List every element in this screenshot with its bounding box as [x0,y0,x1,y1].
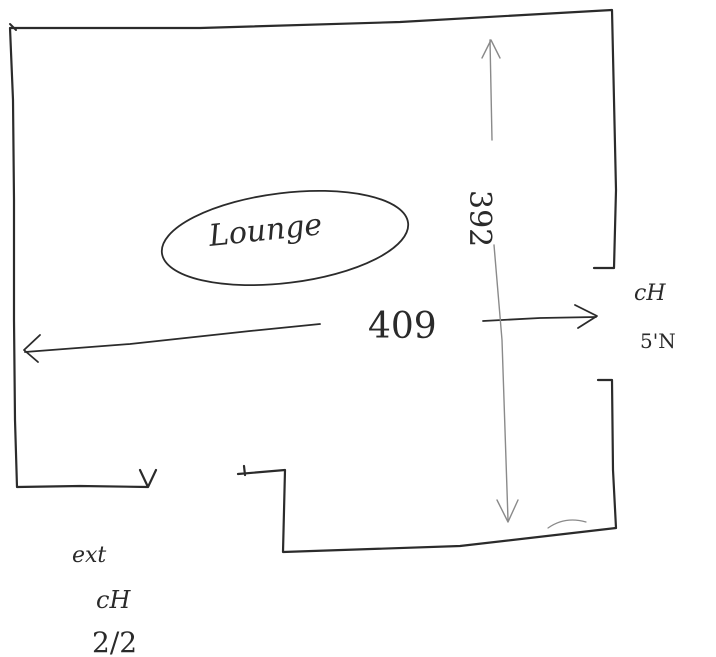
bottom-note-line-1: ext [72,543,106,568]
squiggle-mark [547,519,587,529]
depth-arrow-top-head [481,39,501,59]
room-name-label: Lounge [206,207,324,254]
depth-arrow-line [489,39,509,521]
bottom-note-line-2: cH [96,586,131,614]
bottom-note-line-3: 2/2 [92,626,137,657]
right-note-line-1: cH [634,281,666,306]
depth-dimension-label: 392 [462,190,497,247]
width-dimension-label: 409 [368,306,437,347]
width-arrow-line [24,316,597,353]
width-arrow-left-head [23,334,41,363]
room-outline [8,8,618,554]
width-arrow-right-head [574,304,598,329]
depth-arrow-bottom-head [496,499,519,523]
right-note-line-2: 5'N [640,329,676,353]
room-label-ellipse [160,189,410,287]
corner-tick [9,23,17,31]
